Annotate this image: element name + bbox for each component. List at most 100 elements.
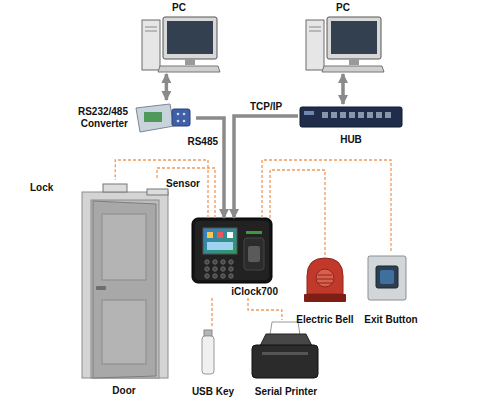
terminal-block	[144, 112, 162, 122]
connector-layer	[115, 74, 391, 326]
bell-illustration	[304, 258, 346, 302]
control-wire	[248, 298, 282, 320]
label-group: iClock700	[190, 286, 278, 298]
usb-key-node: USB Key	[188, 326, 238, 398]
grille-line	[318, 283, 332, 284]
usb-key-illustration	[202, 330, 214, 374]
iclock-device	[192, 218, 272, 283]
node-label: USB Key	[188, 386, 238, 398]
door-inset	[102, 300, 146, 364]
pc-keyboard	[322, 66, 384, 72]
hub-port	[322, 112, 328, 118]
bell-base	[304, 294, 346, 302]
node-label: RS232/485 Converter	[48, 106, 128, 130]
connector-pin	[183, 113, 186, 116]
node-label: Sensor	[140, 178, 200, 190]
door-panel	[93, 201, 156, 378]
pc-screen	[167, 21, 213, 54]
usb-plug	[204, 330, 212, 336]
hub-led	[304, 111, 314, 115]
hub-port	[367, 112, 373, 118]
pc-monitor	[327, 17, 381, 59]
connector-pin	[177, 113, 180, 116]
hub-node: HUB	[298, 104, 404, 148]
node-label: HUB	[298, 134, 404, 146]
control-wire	[262, 160, 391, 252]
hub-port	[385, 112, 391, 118]
exit-button-illustration	[368, 256, 406, 300]
converter-body	[136, 104, 174, 132]
connection-label: RS485	[187, 136, 218, 148]
fingerprint-window	[248, 246, 260, 262]
sensor-node: Sensor	[140, 178, 200, 196]
pc-illustration	[142, 17, 220, 72]
door-node: Door	[78, 198, 170, 397]
node-label: Serial Printer	[245, 386, 327, 398]
sensor-device	[147, 189, 168, 195]
node-label: Electric Bell	[282, 314, 368, 326]
label-group: PC	[302, 2, 384, 14]
door-frame	[82, 192, 168, 378]
hub-illustration	[300, 107, 402, 127]
printer-slot	[262, 352, 308, 355]
printer-body	[252, 345, 318, 378]
node-label: Door	[78, 385, 170, 397]
computer-node: PC	[138, 2, 220, 74]
door-illustration	[82, 192, 168, 378]
door-inset	[102, 214, 146, 280]
device-body	[192, 218, 272, 283]
button-plate	[368, 256, 406, 300]
control-wire	[157, 168, 215, 218]
bell-dome	[307, 258, 343, 294]
pc-screen	[331, 21, 377, 54]
fingerprint-reader	[244, 238, 264, 270]
printer-node: Serial Printer	[245, 320, 327, 398]
label-group: USB Key	[188, 386, 238, 398]
grille-line	[317, 279, 333, 280]
status-led	[246, 231, 262, 234]
control-wire	[270, 170, 325, 256]
pc-keyboard	[158, 66, 220, 72]
door-handle	[96, 286, 106, 290]
monitor-stand	[349, 59, 359, 65]
drive-slot	[309, 27, 321, 28]
connector-pin	[183, 120, 186, 123]
data-link	[341, 74, 345, 104]
label-group: Electric Bell	[282, 314, 368, 326]
button-key	[376, 266, 398, 288]
hub-port	[376, 112, 382, 118]
grille-line	[318, 275, 332, 276]
pc-tower	[306, 20, 324, 70]
converter-illustration	[136, 104, 190, 132]
connector-pin	[177, 120, 180, 123]
label-group: PC	[138, 2, 220, 14]
bell-node: Electric Bell	[282, 256, 368, 326]
computer-node: PC	[302, 2, 384, 74]
lock-node: Lock	[30, 180, 128, 196]
control-wire	[115, 160, 208, 218]
node-label: iClock700	[190, 286, 278, 298]
printer-top	[260, 334, 312, 346]
label-group: HUB	[298, 134, 404, 146]
db9-connector	[172, 109, 190, 126]
screen-icon	[217, 232, 223, 238]
button-glow	[380, 270, 394, 284]
hub-port	[340, 112, 346, 118]
screen-icon	[227, 232, 233, 238]
label-group: Sensor	[140, 178, 200, 190]
label-group: Door	[78, 385, 170, 397]
label-group: Serial Printer	[245, 386, 327, 398]
hub-port	[349, 112, 355, 118]
label-group: Exit Button	[352, 314, 430, 326]
pc-tower	[142, 20, 160, 70]
pc-illustration	[306, 17, 384, 72]
monitor-stand	[185, 59, 195, 65]
node-label: Exit Button	[352, 314, 430, 326]
pc-monitor	[163, 17, 217, 59]
label-group: Lock	[30, 182, 90, 194]
connection-label: TCP/IP	[250, 101, 282, 113]
device-screen	[203, 228, 237, 254]
converter-node: RS232/485 Converter	[48, 100, 196, 136]
